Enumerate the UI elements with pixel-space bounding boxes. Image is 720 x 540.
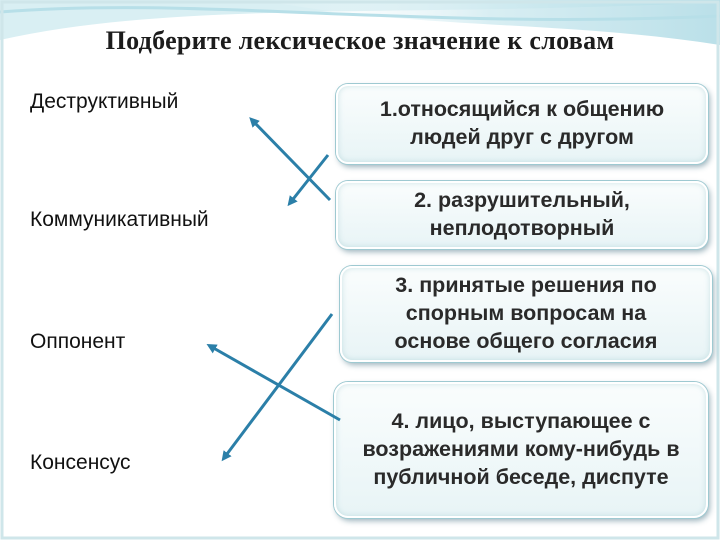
term-communicative: Коммуникативный [30, 208, 209, 231]
definition-card-2[interactable]: 2. разрушительный, неплодотворный [336, 181, 708, 249]
term-opponent: Оппонент [30, 330, 126, 353]
definition-card-3[interactable]: 3. принятые решения по спорным вопросам … [340, 266, 712, 362]
definition-text-4: 4. лицо, выступающее с возражениями кому… [362, 409, 680, 489]
term-consensus: Консенсус [30, 451, 131, 474]
definition-text-2: 2. разрушительный, неплодотворный [414, 188, 630, 240]
term-destructive: Деструктивный [30, 90, 179, 113]
page-title: Подберите лексическое значение к словам [105, 26, 615, 55]
definition-card-1[interactable]: 1.относящийся к общению людей друг с дру… [336, 84, 708, 164]
definition-card-4[interactable]: 4. лицо, выступающее с возражениями кому… [334, 382, 708, 518]
definition-text-3: 3. принятые решения по спорным вопросам … [394, 273, 658, 353]
definition-text-1: 1.относящийся к общению людей друг с дру… [379, 97, 665, 149]
